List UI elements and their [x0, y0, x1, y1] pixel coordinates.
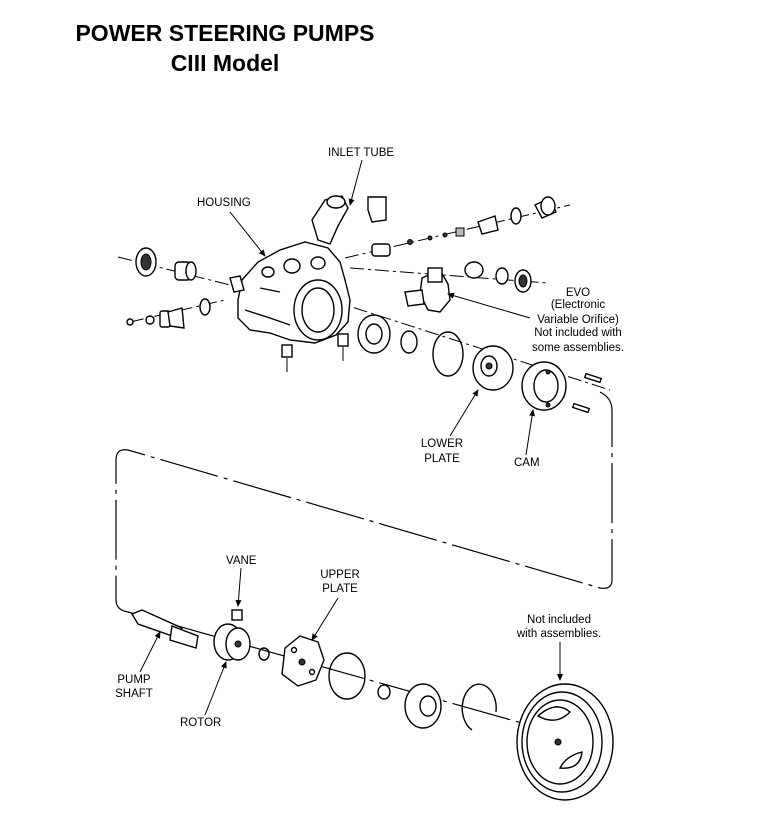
- svg-text:SHAFT: SHAFT: [115, 688, 153, 700]
- rotor-label: ROTOR: [180, 717, 221, 729]
- svg-text:LOWER: LOWER: [421, 438, 463, 450]
- evo-leader: [447, 292, 531, 319]
- svg-text:some assemblies.: some assemblies.: [532, 342, 624, 354]
- pulley-part: [516, 683, 614, 801]
- lower-seal-rings: [328, 652, 497, 731]
- inlet-tube-leader: [348, 159, 363, 206]
- svg-text:Not included with: Not included with: [534, 327, 622, 339]
- housing-leader: [229, 211, 266, 257]
- upper-plate-part: [281, 635, 325, 687]
- lower-plate-leader: [449, 389, 479, 437]
- cam-leader: [525, 409, 536, 456]
- rotor-leader: [204, 661, 227, 716]
- svg-text:with assemblies.: with assemblies.: [516, 628, 601, 640]
- dowel-pins: [571, 372, 603, 414]
- svg-text:UPPER: UPPER: [320, 569, 360, 581]
- vane-part: [231, 609, 243, 621]
- svg-text:Not included: Not included: [527, 614, 591, 626]
- diagram-subtitle: CIII Model: [170, 50, 280, 76]
- svg-text:(Electronic: (Electronic: [551, 299, 606, 311]
- not-included-label: Not included with assemblies.: [516, 614, 601, 640]
- assembly-axis-lines: [115, 204, 613, 746]
- seal-rings: [357, 314, 464, 377]
- lower-plate-part: [472, 345, 514, 391]
- diagram-title: POWER STEERING PUMPS: [75, 20, 375, 46]
- pump-shaft-part: [130, 609, 199, 649]
- upper-plate-label: UPPER PLATE: [320, 569, 360, 595]
- svg-text:PLATE: PLATE: [322, 583, 358, 595]
- cam-label: CAM: [514, 457, 540, 469]
- pump-shaft-leader: [139, 631, 161, 673]
- housing-part: [237, 241, 351, 372]
- lower-plate-label: LOWER PLATE: [421, 438, 463, 465]
- cam-part: [521, 361, 567, 411]
- vane-label: VANE: [226, 555, 257, 567]
- evo-valve-part: [404, 261, 532, 313]
- svg-text:PUMP: PUMP: [117, 674, 151, 686]
- inlet-tube-part: [311, 195, 387, 245]
- svg-text:Variable Orifice): Variable Orifice): [537, 314, 619, 326]
- inlet-tube-label: INLET TUBE: [328, 147, 394, 159]
- vane-leader: [235, 567, 242, 607]
- upper-plate-leader: [311, 597, 339, 641]
- pump-shaft-label: PUMP SHAFT: [115, 674, 153, 700]
- flow-control-valve-parts: [371, 196, 557, 257]
- housing-label: HOUSING: [197, 197, 251, 209]
- left-seal-bushing-parts: [126, 247, 245, 329]
- svg-text:EVO: EVO: [566, 287, 590, 299]
- evo-label: EVO (Electronic Variable Orifice) Not in…: [532, 287, 624, 354]
- rotor-part: [213, 623, 270, 661]
- svg-text:PLATE: PLATE: [424, 453, 460, 465]
